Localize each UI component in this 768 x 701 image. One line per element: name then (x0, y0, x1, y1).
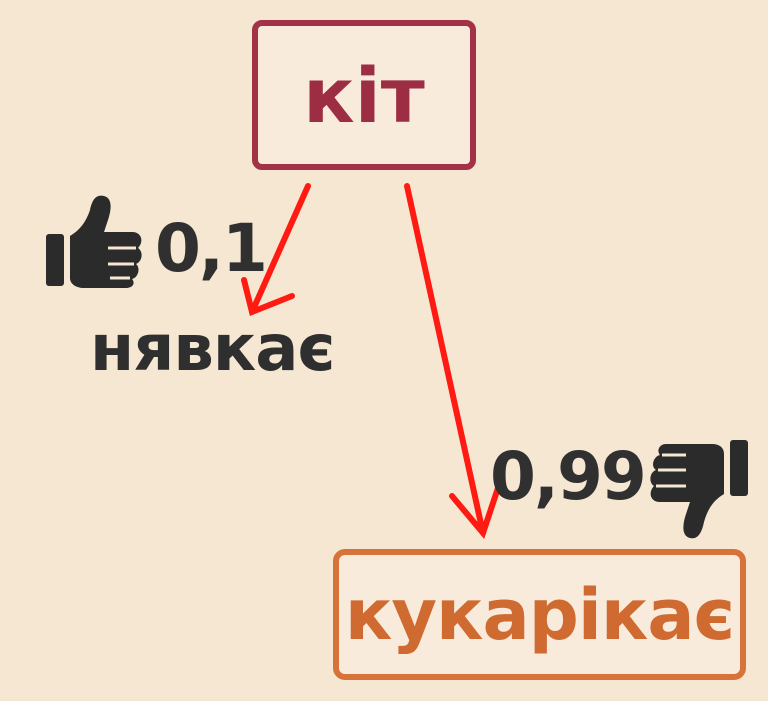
edge-probability-high: 0,99 (490, 438, 647, 515)
node-kukarikaye: кукарікає (333, 549, 746, 680)
thumbs-up-icon (46, 195, 142, 288)
node-nyavkaye-label: нявкає (90, 312, 335, 386)
node-kukarikaye-label: кукарікає (344, 573, 735, 656)
node-kit-label: кіт (303, 50, 425, 140)
arrow-to-kukarikaye (404, 183, 501, 540)
arrow-to-nyavkaye (241, 183, 311, 317)
node-kit: кіт (252, 20, 476, 170)
thumbs-down-icon (650, 440, 748, 539)
edge-probability-low: 0,1 (155, 210, 268, 287)
